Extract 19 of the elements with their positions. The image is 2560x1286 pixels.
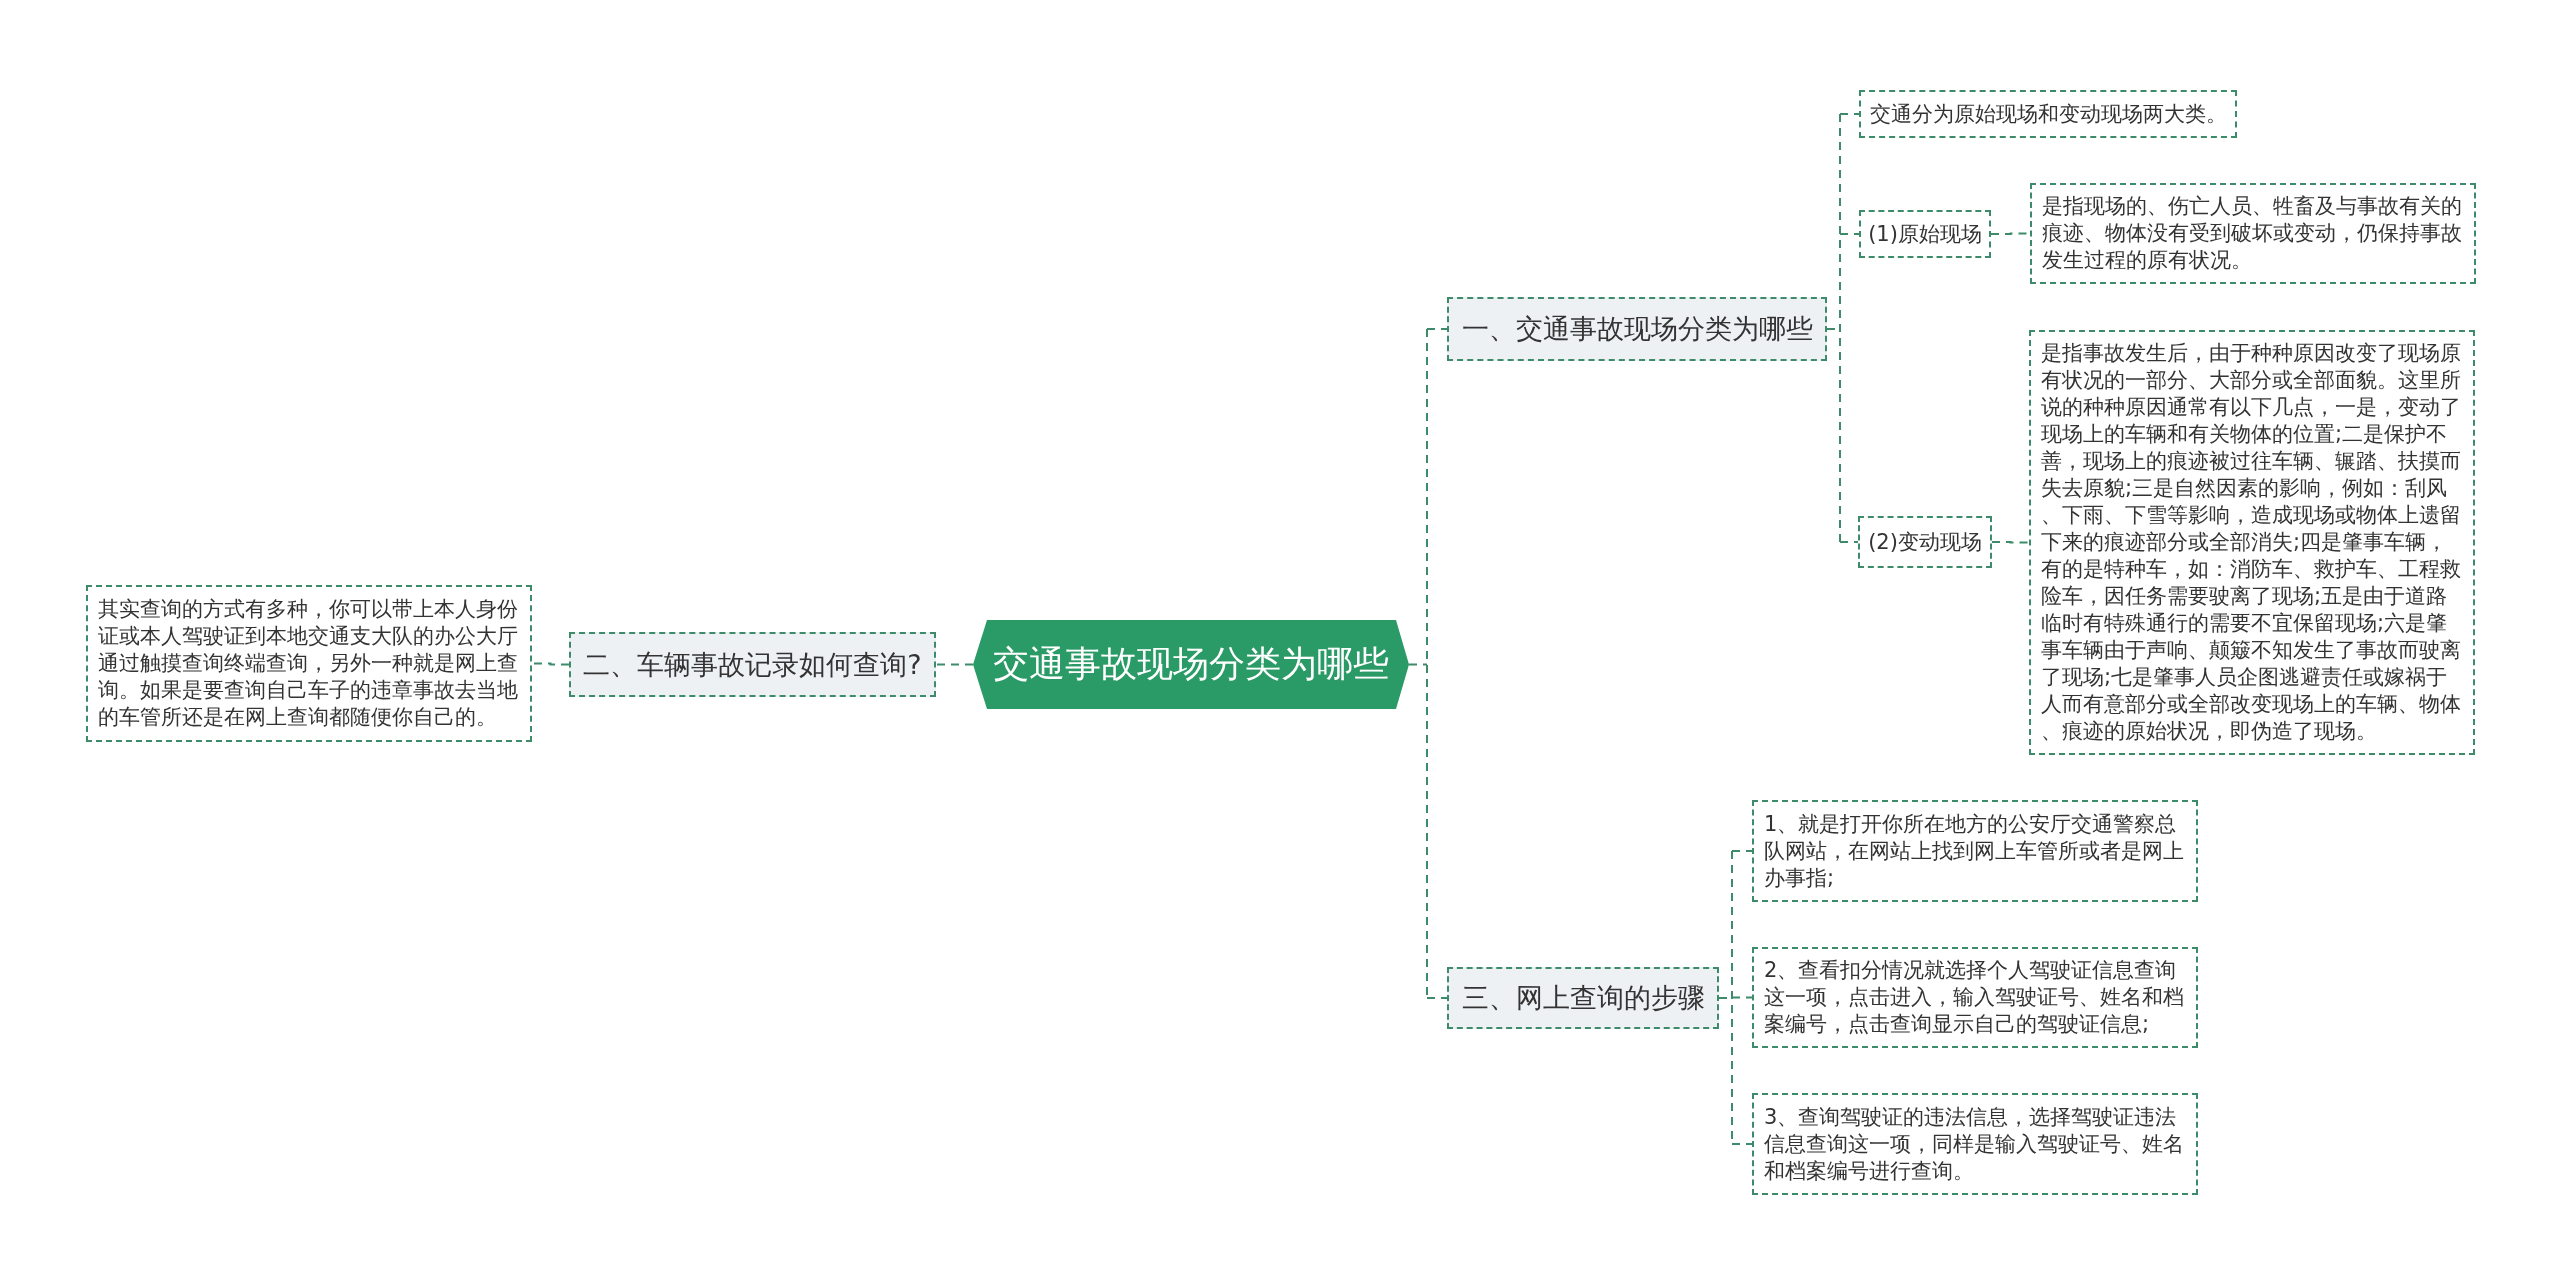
subtopic-box: (2)变动现场 (1858, 516, 1992, 568)
connector-line (935, 663, 974, 666)
topic-box: 三、网上查询的步骤 (1447, 967, 1719, 1029)
subtopic-box: 交通分为原始现场和变动现场两大类。 (1859, 90, 2237, 138)
subtopic-box: (1)原始现场 (1859, 210, 1991, 258)
text-box: 2、查看扣分情况就选择个人驾驶证信息查询这一项，点击进入，输入驾驶证号、姓名和档案编号，点击查询显示自己的驾驶证信息; (1752, 947, 2198, 1048)
text-box: 是指事故发生后，由于种种原因改变了现场原有状况的一部分、大部分或全部面貌。这里所说的种种原因通常有以下几点，一是，变动了现场上的车辆和有关物体的位置;二是保护不善，现场上的痕迹被过往车辆、辗踏、扶摸而失去原貌;三是自然因素的影响，例如：刮风、下雨、下雪等影响，造成现场或物体上遗留下来的痕迹部分或全部消失;四是肇事车辆，有的是特种车，如：消防车、救护车、工程救险车，因任务需要驶离了现场;五是由于道路临时有特殊通行的需要不宜保留现场;六是肇事车辆由于声响、颠簸不知发生了事故而驶离了现场;七是肇事人员企图逃避责任或嫁祸于人而有意部分或全部改变现场上的车辆、物体、痕迹的原始状况，即伪造了现场。 (2029, 330, 2475, 755)
topic-box: 一、交通事故现场分类为哪些 (1447, 297, 1827, 361)
topic-box: 二、车辆事故记录如何查询? (569, 632, 936, 697)
connector-line (1826, 113, 1860, 543)
connector-line (1991, 541, 2030, 544)
text-box: 其实查询的方式有多种，你可以带上本人身份证或本人驾驶证到本地交通支大队的办公大厅通过触摸查询终端查询，另外一种就是网上查询。如果是要查询自己车子的违章事故去当地的车管所还是在网上查询都随便你自己的。 (86, 585, 532, 742)
text-box: 3、查询驾驶证的违法信息，选择驾驶证违法信息查询这一项，同样是输入驾驶证号、姓名和档案编号进行查询。 (1752, 1093, 2198, 1195)
connector-line (531, 662, 570, 666)
text-box: 是指现场的、伤亡人员、牲畜及与事故有关的痕迹、物体没有受到破坏或变动，仍保持事故发生过程的原有状况。 (2030, 183, 2476, 284)
connector-line (1718, 850, 1753, 1145)
text-box: 1、就是打开你所在地方的公安厅交通警察总队网站，在网站上找到网上车管所或者是网上办事指; (1752, 800, 2198, 902)
connector-line (1408, 328, 1448, 999)
central-topic: 交通事故现场分类为哪些 (973, 620, 1409, 709)
